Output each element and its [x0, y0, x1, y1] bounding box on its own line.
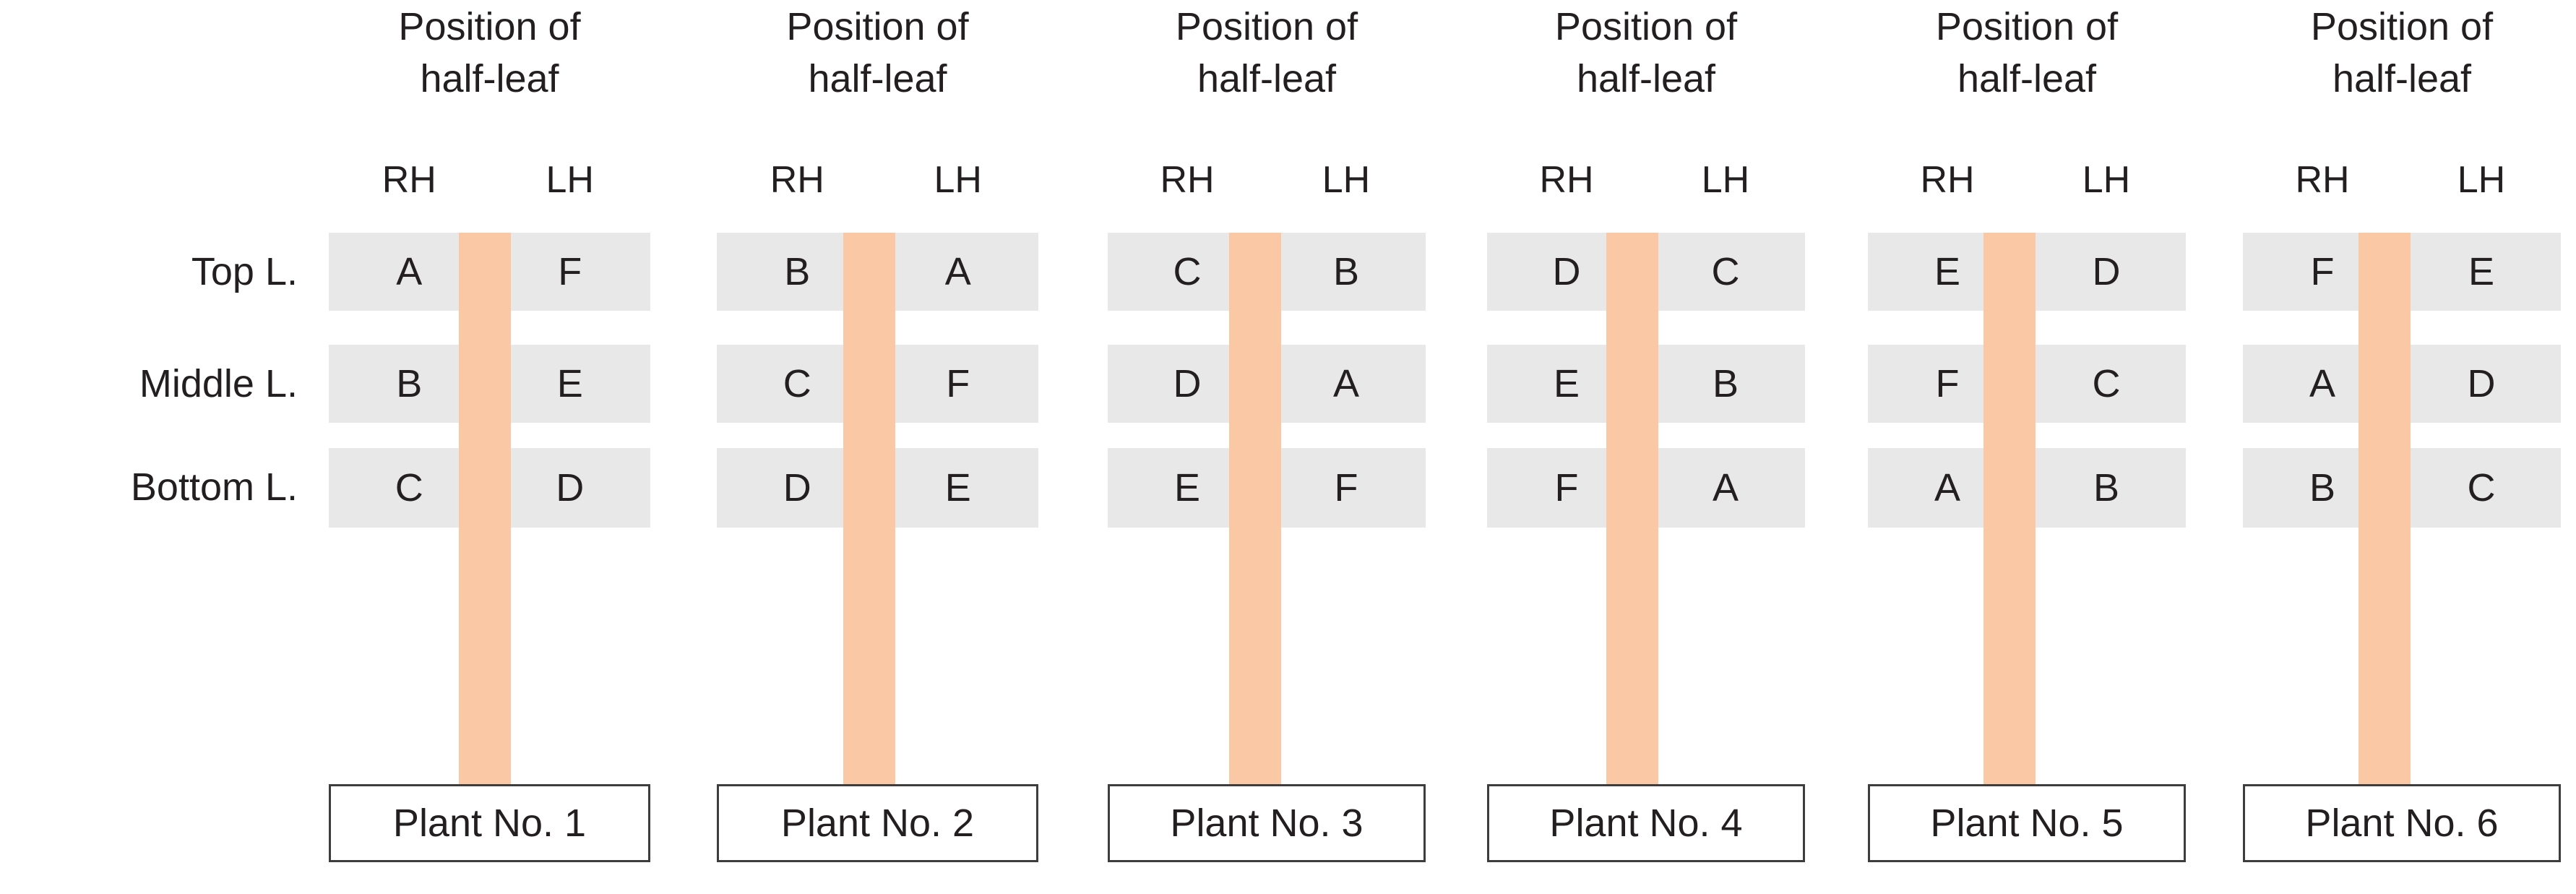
leaf-cell-rh: E: [1934, 250, 1961, 293]
leaf-cell-rh: B: [396, 362, 423, 405]
hand-label-rh: RH: [770, 159, 824, 201]
hand-label-row: RH LH: [1868, 158, 2186, 202]
row-label-column: Top L. Middle L. Bottom L.: [0, 0, 311, 894]
hand-label-lh: LH: [1701, 159, 1750, 201]
leaf-cell-rh: B: [784, 250, 811, 293]
half-leaf-position-stripe: [843, 233, 895, 793]
leaf-cell-rh: A: [396, 250, 423, 293]
half-leaf-position-stripe: [1606, 233, 1658, 793]
leaf-cell-rh: E: [1173, 466, 1201, 510]
leaf-cell-rh: A: [1934, 466, 1961, 510]
hand-label-rh: RH: [2295, 159, 2350, 201]
half-leaf-position-stripe: [1229, 233, 1281, 793]
leaf-cell-lh: B: [1712, 362, 1739, 405]
leaf-cell-lh: E: [944, 466, 971, 510]
leaf-cell-lh: C: [2467, 466, 2496, 510]
leaf-cell-rh: C: [783, 362, 811, 405]
leaf-cell-rh: A: [2309, 362, 2336, 405]
leaf-cell-lh: C: [1711, 250, 1740, 293]
plant-label-box-5: Plant No. 5: [1868, 784, 2186, 862]
hand-label-lh: LH: [2082, 159, 2131, 201]
leaf-cell-lh: D: [2467, 362, 2496, 405]
leaf-cell-lh: F: [1334, 466, 1358, 510]
hand-label-rh: RH: [1160, 159, 1215, 201]
leaf-cell-lh: B: [1332, 250, 1360, 293]
hand-label-rh: RH: [382, 159, 436, 201]
hand-label-row: RH LH: [1108, 158, 1426, 202]
block-header-position-of-half-leaf: Position of half-leaf: [1935, 5, 2119, 100]
block-header-position-of-half-leaf: Position of half-leaf: [1175, 5, 1358, 100]
hand-label-lh: LH: [1322, 159, 1371, 201]
leaf-cell-lh: A: [1712, 466, 1739, 510]
leaf-cell-lh: B: [2093, 466, 2120, 510]
leaf-cell-lh: D: [556, 466, 585, 510]
half-leaf-position-stripe: [459, 233, 511, 793]
leaf-cell-rh: E: [1553, 362, 1580, 405]
plant-label-box-4: Plant No. 4: [1487, 784, 1805, 862]
plant-label-box-6: Plant No. 6: [2243, 784, 2561, 862]
leaf-cell-rh: B: [2309, 466, 2336, 510]
hand-label-rh: RH: [1920, 159, 1975, 201]
leaf-cell-rh: C: [395, 466, 423, 510]
plant-label-box-2: Plant No. 2: [717, 784, 1038, 862]
leaf-cell-lh: F: [558, 250, 582, 293]
leaf-cell-rh: D: [1173, 362, 1202, 405]
hand-label-rh: RH: [1539, 159, 1594, 201]
block-header-position-of-half-leaf: Position of half-leaf: [1554, 5, 1738, 100]
leaf-cell-rh: F: [2310, 250, 2335, 293]
leaf-cell-rh: D: [783, 466, 811, 510]
leaf-cell-rh: F: [1554, 466, 1579, 510]
leaf-cell-lh: E: [2468, 250, 2495, 293]
hand-label-lh: LH: [546, 159, 594, 201]
half-leaf-position-stripe: [2359, 233, 2411, 793]
leaf-cell-rh: D: [1552, 250, 1581, 293]
plant-label-box-1: Plant No. 1: [329, 784, 650, 862]
hand-label-row: RH LH: [329, 158, 650, 202]
leaf-cell-lh: C: [2092, 362, 2121, 405]
leaf-cell-lh: D: [2092, 250, 2121, 293]
leaf-cell-lh: F: [946, 362, 970, 405]
hand-label-row: RH LH: [2243, 158, 2561, 202]
leaf-cell-rh: C: [1173, 250, 1202, 293]
block-header-position-of-half-leaf: Position of half-leaf: [398, 5, 581, 100]
leaf-cell-rh: F: [1935, 362, 1960, 405]
block-header-position-of-half-leaf: Position of half-leaf: [2310, 5, 2494, 100]
plant-label-box-3: Plant No. 3: [1108, 784, 1426, 862]
hand-label-lh: LH: [2457, 159, 2506, 201]
leaf-cell-lh: A: [1332, 362, 1360, 405]
row-label-middle-leaf: Middle L.: [139, 362, 298, 405]
hand-label-row: RH LH: [1487, 158, 1805, 202]
leaf-cell-lh: E: [556, 362, 583, 405]
row-label-bottom-leaf: Bottom L.: [130, 465, 298, 509]
row-label-top-leaf: Top L.: [191, 250, 298, 293]
hand-label-row: RH LH: [717, 158, 1038, 202]
half-leaf-position-stripe: [1983, 233, 2036, 793]
leaf-cell-lh: A: [944, 250, 971, 293]
block-header-position-of-half-leaf: Position of half-leaf: [786, 5, 969, 100]
hand-label-lh: LH: [934, 159, 982, 201]
